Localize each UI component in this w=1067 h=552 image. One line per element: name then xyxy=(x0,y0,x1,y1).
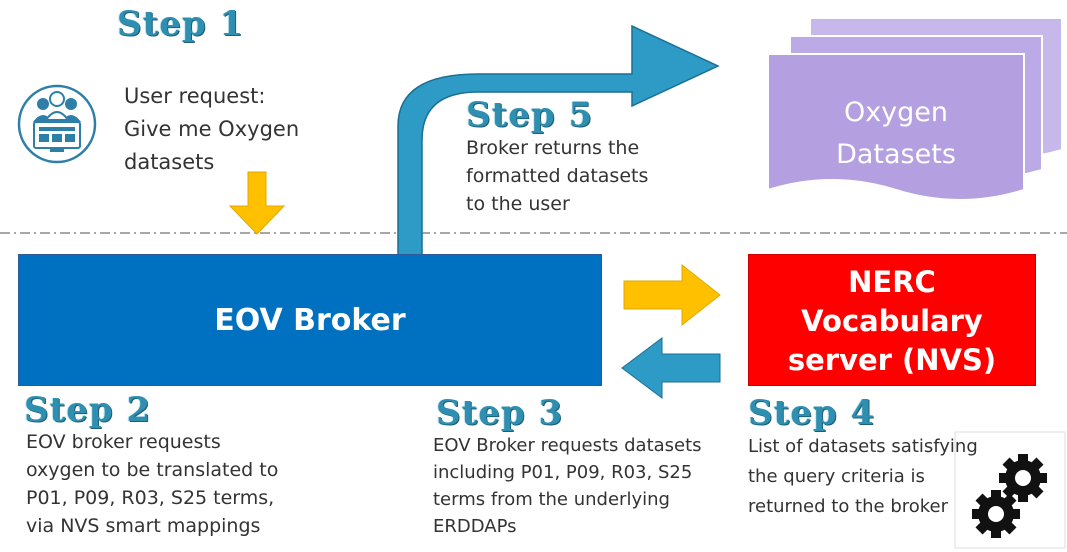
step3-line: terms from the underlying xyxy=(433,489,670,510)
nvs-line-1: NERC xyxy=(848,265,936,299)
step4-title: Step 4 xyxy=(748,393,876,433)
eov-broker-box: EOV Broker xyxy=(18,254,602,386)
step5-line: Broker returns the xyxy=(466,137,640,159)
step5-line: to the user xyxy=(466,193,570,215)
request-to-nvs-arrow xyxy=(623,263,721,327)
step2-line: oxygen to be translated to xyxy=(26,459,279,481)
step4-text: List of datasets satisfying the query cr… xyxy=(748,432,978,522)
oxygen-datasets-label: Oxygen Datasets xyxy=(768,92,1024,176)
step3-text: EOV Broker requests datasets including P… xyxy=(433,432,702,540)
step3-line: ERDDAPs xyxy=(433,516,517,537)
step1-line: Give me Oxygen xyxy=(124,117,300,141)
gears-icon xyxy=(954,431,1066,549)
step1-line: datasets xyxy=(124,150,215,174)
step2-line: EOV broker requests xyxy=(26,431,221,453)
step3-title: Step 3 xyxy=(436,393,564,433)
nvs-box: NERC Vocabulary server (NVS) xyxy=(748,254,1036,386)
users-at-computer-icon xyxy=(17,84,97,164)
step5-return-arrow xyxy=(397,24,720,257)
datasets-line-1: Oxygen xyxy=(843,97,949,128)
datasets-line-2: Datasets xyxy=(836,139,956,170)
step5-line: formatted datasets xyxy=(466,165,649,187)
eov-broker-label: EOV Broker xyxy=(214,302,406,338)
step1-title: Step 1 xyxy=(117,4,245,44)
request-down-arrow xyxy=(228,171,286,235)
step2-line: via NVS smart mappings xyxy=(26,515,261,537)
step1-text: User request: Give me Oxygen datasets xyxy=(124,80,299,179)
oxygen-datasets-stack xyxy=(767,17,1063,201)
step5-title: Step 5 xyxy=(466,95,594,135)
dataset-page-front xyxy=(767,53,1025,201)
response-to-broker-arrow xyxy=(621,337,721,399)
step4-line: the query criteria is xyxy=(748,466,925,487)
step2-line: P01, P09, R03, S25 terms, xyxy=(26,487,275,509)
nvs-line-3: server (NVS) xyxy=(787,343,997,377)
step2-text: EOV broker requests oxygen to be transla… xyxy=(26,428,278,540)
step3-line: including P01, P09, R03, S25 xyxy=(433,462,693,483)
step2-title: Step 2 xyxy=(24,390,152,430)
step4-line: List of datasets satisfying xyxy=(748,436,978,457)
step3-line: EOV Broker requests datasets xyxy=(433,435,702,456)
nvs-line-2: Vocabulary xyxy=(801,304,983,338)
step5-text: Broker returns the formatted datasets to… xyxy=(466,134,648,218)
step4-line: returned to the broker xyxy=(748,496,949,517)
step1-line: User request: xyxy=(124,84,266,108)
